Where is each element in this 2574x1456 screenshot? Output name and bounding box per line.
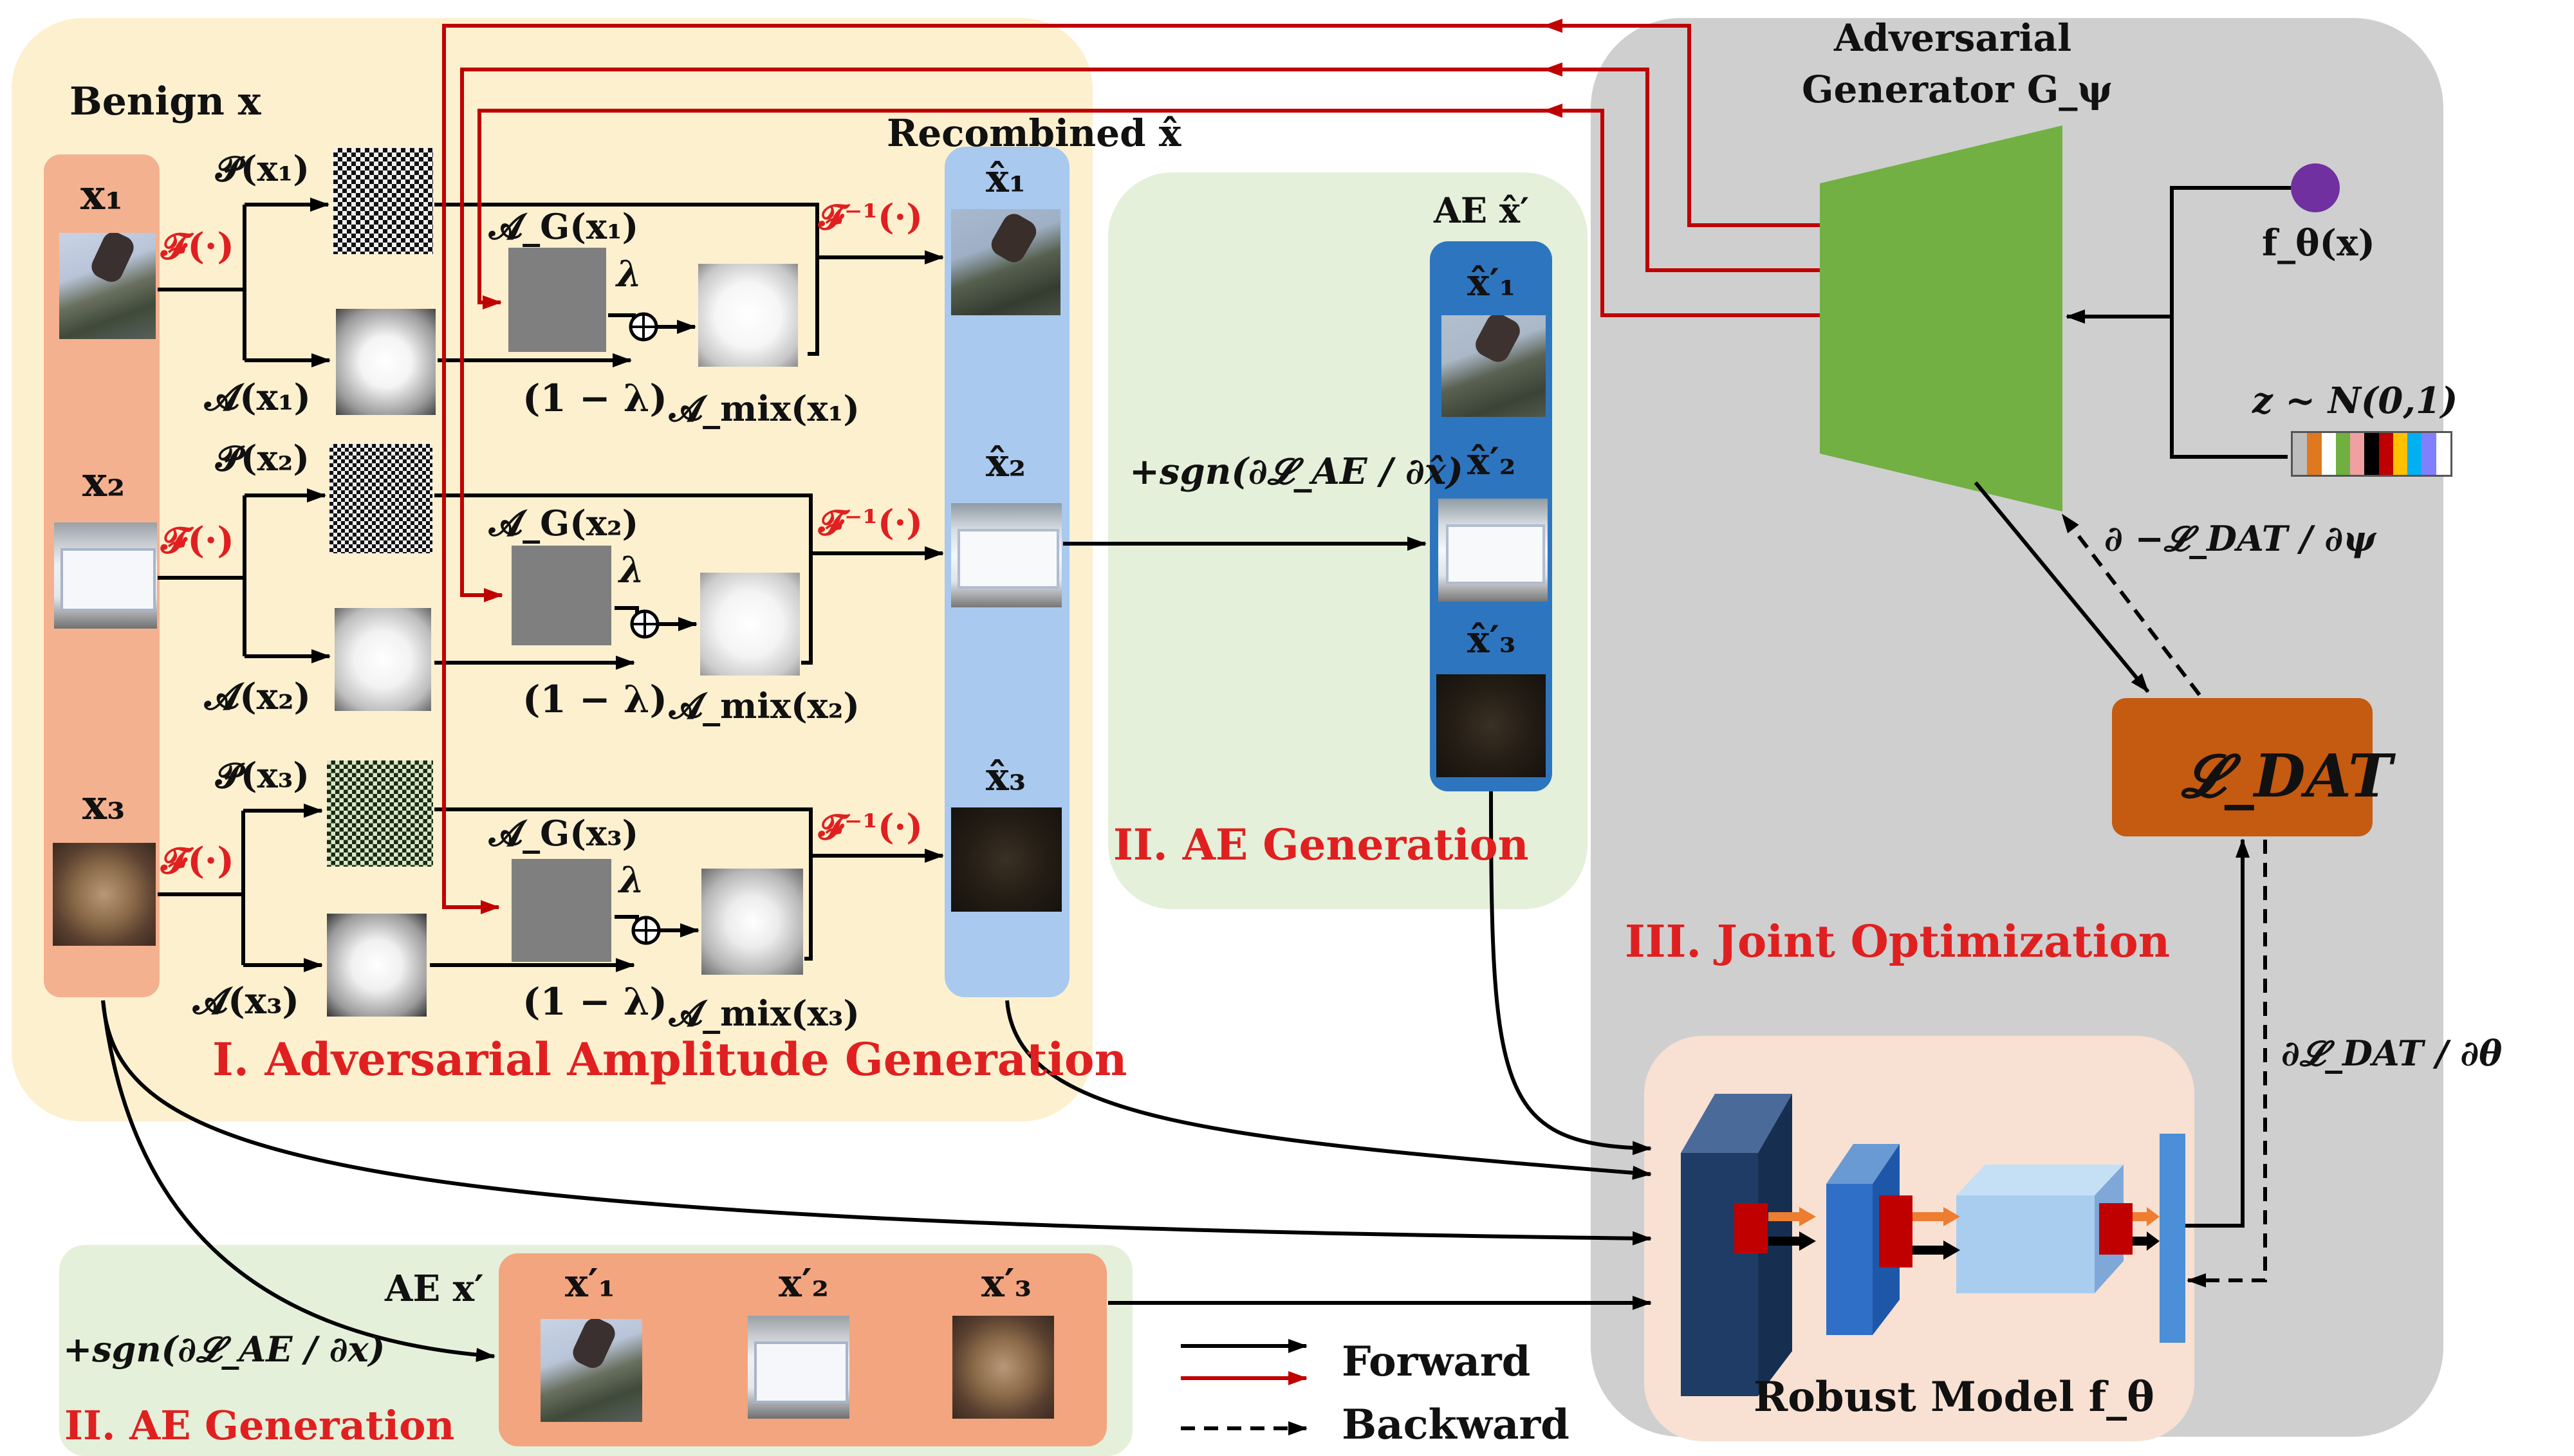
gen-amp-label-1: 𝓐_G(x₁) — [489, 206, 639, 247]
section3-title: III. Joint Optimization — [1625, 916, 2171, 968]
one-minus-lambda-3: (1 − λ) — [523, 980, 667, 1024]
x3-label: x₃ — [82, 781, 125, 829]
lambda-3: λ — [619, 859, 645, 901]
mix-amp-label-1: 𝓐_mix(x₁) — [669, 388, 860, 429]
ae-bottom-item-2: x′₂ — [779, 1261, 829, 1306]
lambda-2: λ — [619, 549, 645, 591]
ae-image-1 — [1441, 315, 1546, 417]
ae-image-2 — [1438, 499, 1548, 602]
section1-title: I. Adversarial Amplitude Generation — [212, 1033, 1127, 1086]
ae-top-label: AE x̂′ — [1434, 190, 1530, 231]
benign-label: Benign x — [69, 79, 261, 124]
xhat3-label: x̂₃ — [986, 755, 1026, 800]
mix-amp-3 — [701, 869, 803, 975]
ae-bottom-image-1 — [541, 1319, 642, 1422]
image-x2 — [54, 522, 157, 629]
mix-amp-1 — [698, 264, 798, 367]
phase-image-1 — [333, 148, 433, 254]
phase-image-3 — [327, 760, 433, 867]
phase-label-3: 𝓟(x₃) — [216, 755, 310, 796]
recombined-image-2 — [951, 503, 1062, 607]
mix-amp-2 — [700, 573, 800, 676]
ae-bottom-image-3 — [952, 1316, 1054, 1419]
legend-forward: Forward — [1342, 1338, 1531, 1386]
ae-bottom-item-3: x′₃ — [981, 1261, 1032, 1306]
generator-label-line2: Generator G_ψ — [1802, 68, 2113, 111]
fourier-1: 𝓕(·) — [161, 225, 234, 268]
noise-label: z ~ N(0,1) — [2252, 380, 2458, 422]
ae-bottom-formula: +sgn(∂𝓛_AE / ∂x) — [63, 1329, 385, 1370]
recombined-image-3 — [951, 807, 1062, 912]
image-x1 — [59, 233, 156, 339]
generator-label-line1: Adversarial — [1834, 16, 2072, 60]
grad-psi-label: ∂ −𝓛_DAT / ∂ψ — [2104, 518, 2376, 559]
feature-dot — [2291, 163, 2340, 212]
gen-amp-label-3: 𝓐_G(x₃) — [489, 813, 639, 854]
phase-label-2: 𝓟(x₂) — [216, 438, 310, 479]
amp-image-2 — [335, 608, 431, 711]
fourier-3: 𝓕(·) — [161, 840, 234, 882]
x2-label: x₂ — [82, 458, 125, 506]
gen-amp-2 — [512, 546, 611, 645]
noise-vector — [2291, 431, 2452, 477]
ae-image-3 — [1436, 674, 1546, 777]
fourier-2: 𝓕(·) — [161, 519, 234, 562]
amp-image-1 — [336, 309, 436, 415]
amp-image-3 — [327, 914, 427, 1017]
lambda-1: λ — [616, 253, 642, 295]
gen-amp-3 — [512, 859, 611, 962]
gen-amp-label-2: 𝓐_G(x₂) — [489, 502, 639, 544]
ae-top-formula: +sgn(∂𝓛_AE / ∂x̂) — [1129, 450, 1463, 493]
inverse-fourier-3: 𝓕⁻¹(·) — [819, 806, 923, 847]
ae-bottom-label: AE x′ — [385, 1267, 484, 1310]
inverse-fourier-2: 𝓕⁻¹(·) — [819, 502, 923, 543]
section2-top-title: II. AE Generation — [1113, 820, 1529, 870]
robust-model-label: Robust Model f_θ — [1754, 1373, 2154, 1421]
inverse-fourier-1: 𝓕⁻¹(·) — [819, 196, 923, 237]
recombined-label: Recombined x̂ — [887, 111, 1181, 155]
gen-amp-1 — [508, 248, 606, 352]
recombined-image-1 — [951, 209, 1060, 315]
feature-label: f_θ(x) — [2262, 222, 2375, 264]
ae-top-item-3: x̂′₃ — [1467, 618, 1516, 661]
mix-amp-label-3: 𝓐_mix(x₃) — [669, 993, 860, 1034]
phase-image-2 — [329, 444, 432, 553]
xhat2-label: x̂₂ — [986, 441, 1026, 486]
generator-shape — [1820, 125, 2062, 511]
one-minus-lambda-2: (1 − λ) — [523, 677, 667, 721]
ae-top-item-1: x̂′₁ — [1467, 261, 1516, 304]
amp-label-2: 𝓐(x₂) — [205, 676, 311, 718]
loss-box — [2112, 698, 2373, 836]
x1-label: x₁ — [80, 171, 124, 219]
ae-bottom-item-1: x′₁ — [565, 1261, 615, 1306]
xhat1-label: x̂₁ — [986, 156, 1026, 201]
section2-bottom-title: II. AE Generation — [64, 1402, 455, 1449]
ae-top-item-2: x̂′₂ — [1467, 439, 1516, 483]
ae-bottom-image-2 — [748, 1316, 849, 1419]
one-minus-lambda-1: (1 − λ) — [523, 376, 667, 420]
amp-label-3: 𝓐(x₃) — [193, 980, 300, 1022]
phase-label-1: 𝓟(x₁) — [216, 148, 310, 189]
grad-theta-label: ∂𝓛_DAT / ∂θ — [2281, 1033, 2503, 1074]
loss-label: 𝓛_DAT — [2181, 741, 2393, 811]
legend-backward: Backward — [1342, 1401, 1569, 1449]
image-x3 — [53, 843, 156, 946]
amp-label-1: 𝓐(x₁) — [205, 376, 311, 419]
mix-amp-label-2: 𝓐_mix(x₂) — [669, 685, 860, 726]
